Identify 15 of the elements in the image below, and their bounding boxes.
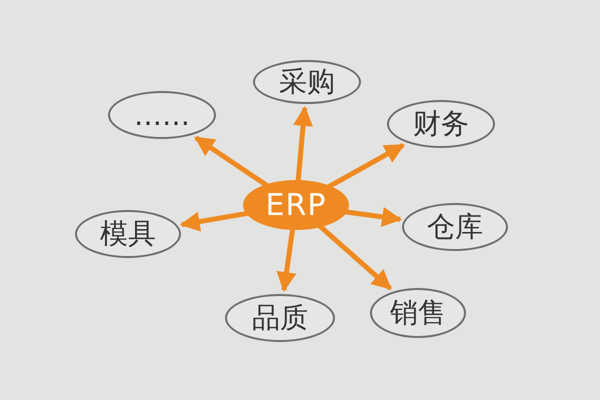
- arrow: [276, 228, 296, 292]
- module-ellipse: 仓库: [402, 203, 508, 251]
- module-ellipse: 财务: [387, 100, 495, 148]
- arrow: [194, 136, 269, 188]
- module-ellipse: 品质: [225, 294, 335, 342]
- arrow: [318, 224, 392, 290]
- module-ellipse: 模具: [75, 210, 181, 258]
- arrow: [180, 210, 249, 232]
- module-ellipse: 采购: [253, 60, 361, 104]
- arrow: [326, 143, 405, 190]
- arrow: [293, 106, 314, 182]
- center-ellipse: ERP: [243, 180, 349, 230]
- module-ellipse: 销售: [370, 288, 466, 338]
- module-ellipse: ……: [108, 91, 216, 139]
- arrow: [344, 207, 402, 227]
